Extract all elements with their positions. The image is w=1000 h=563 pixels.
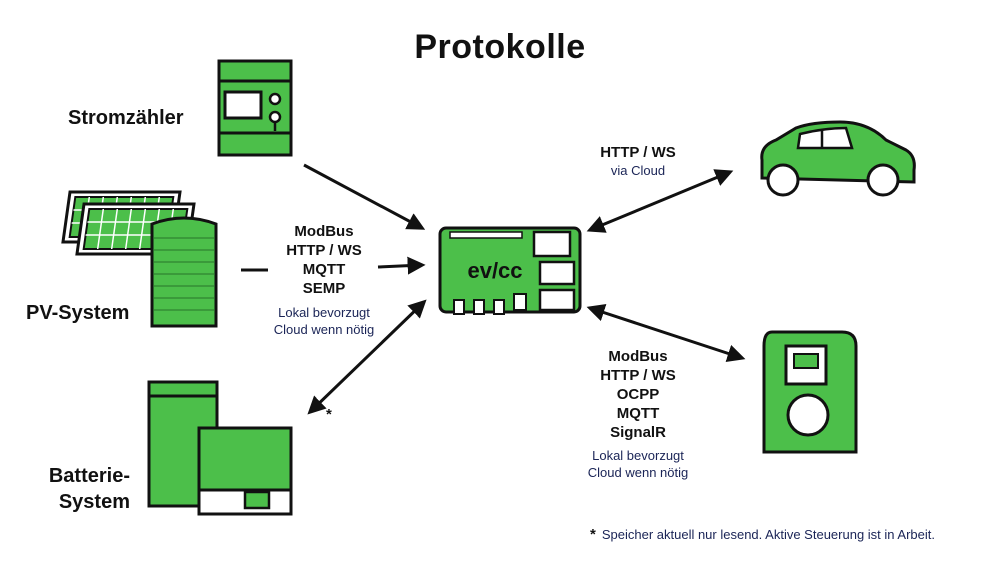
arrow-meter-to-hub: [303, 163, 426, 230]
label-battery-system: Batterie- System: [30, 463, 130, 515]
footnote-marker: *: [590, 526, 596, 543]
left-note: Cloud wenn nötig: [273, 322, 375, 337]
label-battery-line1: Batterie-: [48, 465, 130, 487]
evcc-hub-board: [438, 226, 582, 315]
arrow-hub-charger: [586, 303, 746, 363]
left-protocol: SEMP: [302, 280, 346, 297]
left-protocol-list: ModBus HTTP / WS MQTT SEMP Lokal bevorzu…: [264, 222, 384, 338]
charger-protocol: OCPP: [616, 386, 660, 403]
page-title: Protokolle: [414, 28, 586, 66]
arrow-hub-car: [586, 169, 734, 233]
left-protocol: HTTP / WS: [286, 242, 362, 259]
arrow-hub-battery: [307, 299, 427, 415]
footnote: * Speicher aktuell nur lesend. Aktive Ste…: [590, 526, 935, 543]
wallbox-charger-icon: [762, 330, 858, 454]
battery-asterisk: *: [326, 406, 332, 423]
left-protocol: MQTT: [302, 261, 346, 278]
battery-system-icon: [147, 380, 293, 516]
left-protocol: ModBus: [294, 223, 354, 240]
car-protocol-block: HTTP / WS via Cloud: [578, 143, 698, 179]
solar-panels-icon: [61, 190, 196, 256]
car-protocol: HTTP / WS: [600, 144, 676, 161]
left-note: Lokal bevorzugt: [278, 305, 370, 320]
pv-inverter-icon: [150, 216, 218, 328]
label-battery-line2: System: [58, 491, 130, 513]
charger-protocol-list: ModBus HTTP / WS OCPP MQTT SignalR Lokal…: [578, 347, 698, 481]
charger-protocol: MQTT: [616, 405, 660, 422]
charger-protocol: SignalR: [610, 424, 666, 441]
label-stromzaehler: Stromzähler: [68, 107, 184, 129]
charger-protocol: ModBus: [608, 348, 668, 365]
charger-protocol: HTTP / WS: [600, 367, 676, 384]
electricity-meter-icon: [217, 59, 293, 157]
car-icon: [760, 120, 916, 197]
charger-note: Lokal bevorzugt: [592, 448, 684, 463]
label-pv-system: PV-System: [26, 302, 130, 324]
arrow-pv-to-hub: [377, 256, 426, 275]
charger-note: Cloud wenn nötig: [587, 465, 689, 480]
car-note: via Cloud: [610, 163, 666, 178]
evcc-logo-text: ev/cc: [467, 258, 523, 283]
footnote-text: Speicher aktuell nur lesend. Aktive Steu…: [601, 527, 935, 542]
